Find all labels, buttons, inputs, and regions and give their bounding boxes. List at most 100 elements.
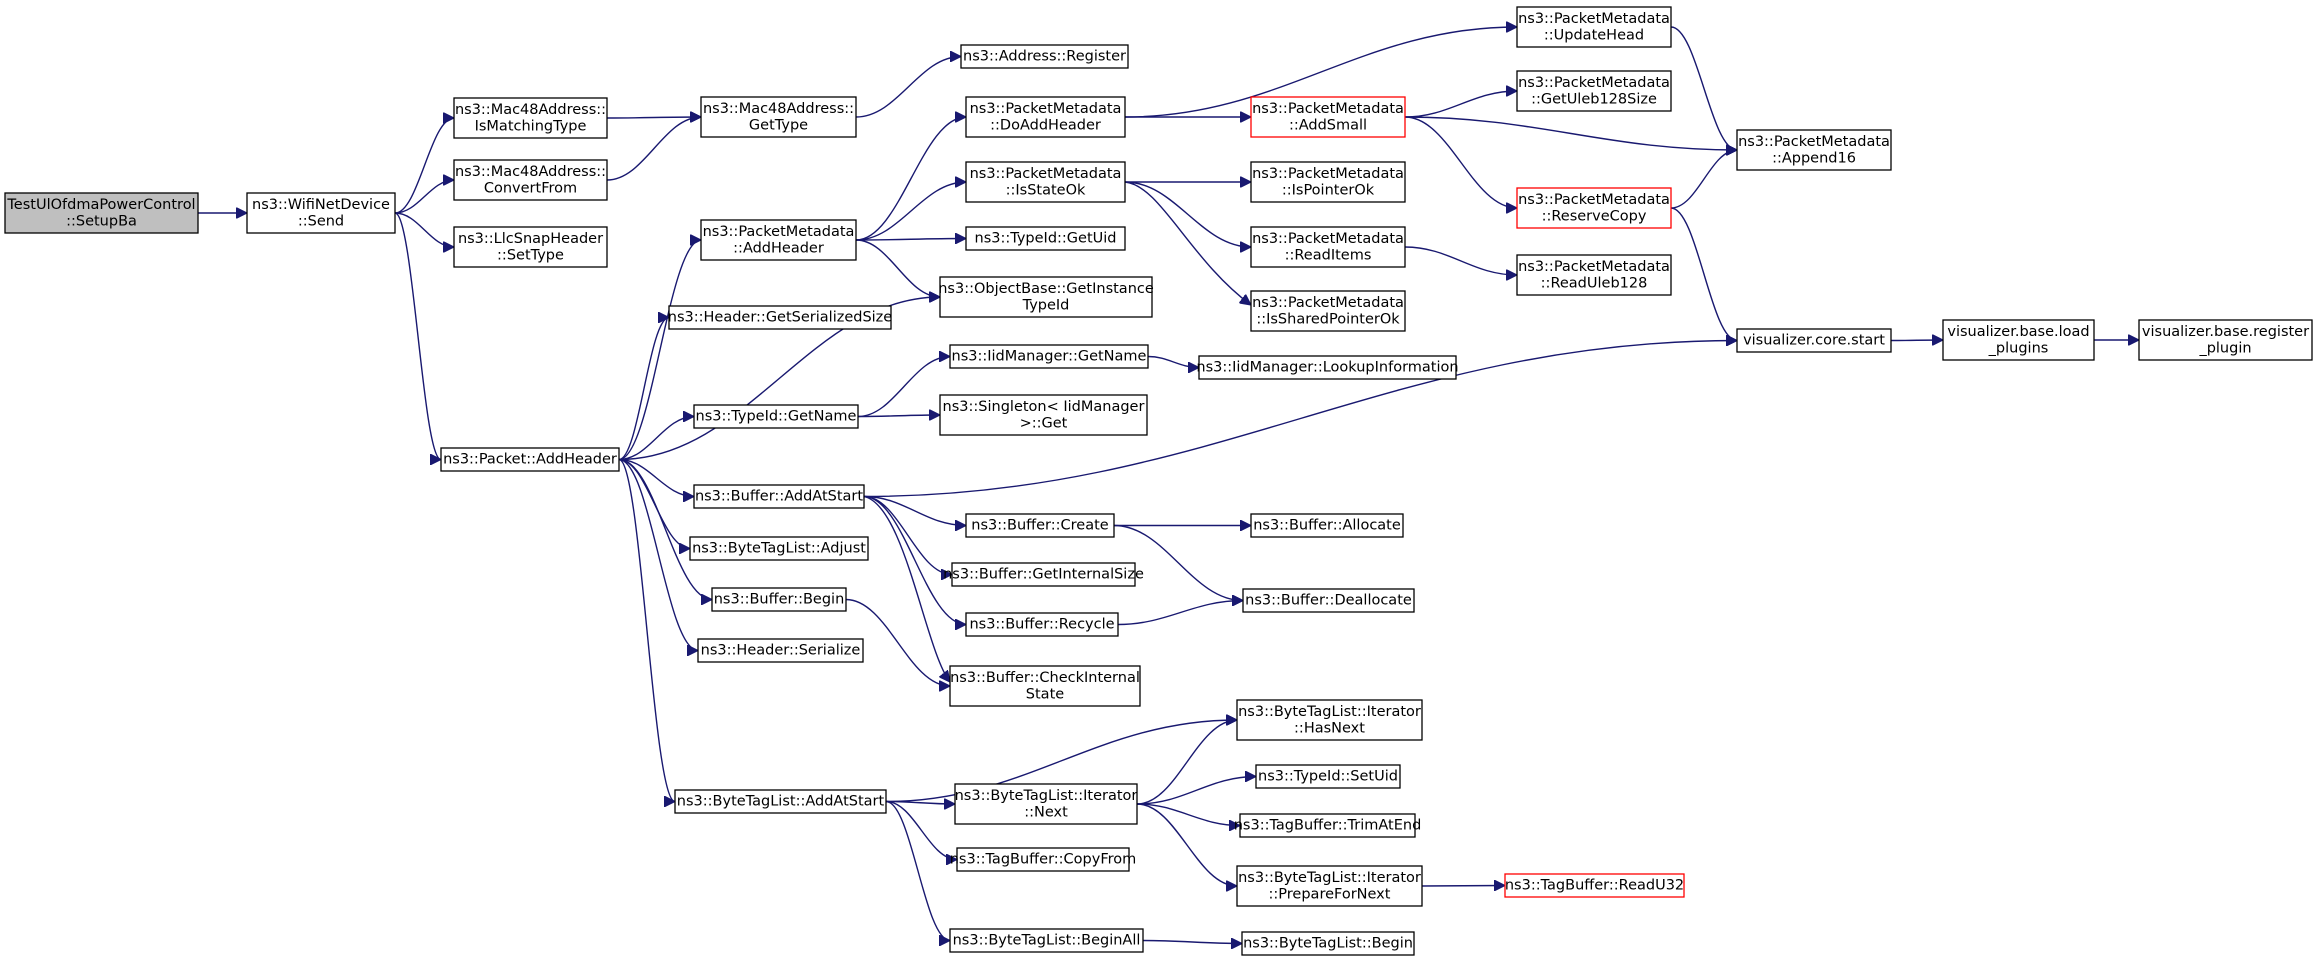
graph-node[interactable]: ns3::PacketMetadata::IsPointerOk — [1250, 161, 1406, 203]
graph-node[interactable]: ns3::Buffer::AddAtStart — [693, 484, 865, 509]
graph-node[interactable]: ns3::ByteTagList::Begin — [1241, 931, 1415, 956]
graph-node[interactable]: ns3::PacketMetadata::Append16 — [1736, 129, 1892, 171]
graph-node[interactable]: ns3::ByteTagList::Iterator::HasNext — [1236, 699, 1423, 741]
graph-node[interactable]: visualizer.base.register_plugin — [2138, 319, 2313, 361]
node-label: ns3::Header::GetSerializedSize — [668, 310, 893, 326]
graph-node[interactable]: visualizer.base.load_plugins — [1942, 319, 2095, 361]
node-box — [1250, 96, 1406, 138]
graph-node[interactable]: TestUlOfdmaPowerControl::SetupBa — [4, 192, 199, 234]
call-edge — [885, 802, 955, 805]
graph-node[interactable]: ns3::PacketMetadata::IsSharedPointerOk — [1250, 290, 1406, 332]
node-label: ::ReadUleb128 — [1541, 275, 1648, 291]
graph-node[interactable]: ns3::TagBuffer::ReadU32 — [1504, 873, 1685, 898]
node-box — [956, 847, 1130, 872]
graph-node[interactable]: ns3::PacketMetadata::ReadUleb128 — [1516, 254, 1672, 296]
graph-node[interactable]: ns3::TagBuffer::CopyFrom — [950, 847, 1137, 872]
node-box — [1242, 588, 1415, 613]
node-box — [1736, 129, 1892, 171]
graph-node[interactable]: ns3::LlcSnapHeader::SetType — [453, 226, 608, 268]
graph-node[interactable]: ns3::Buffer::Recycle — [965, 612, 1119, 637]
node-box — [965, 161, 1126, 203]
node-box — [1250, 290, 1406, 332]
graph-node[interactable]: visualizer.core.start — [1736, 328, 1892, 353]
graph-node[interactable]: ns3::PacketMetadata::UpdateHead — [1516, 6, 1672, 48]
graph-node[interactable]: ns3::Buffer::Begin — [711, 587, 847, 612]
graph-node[interactable]: ns3::TypeId::GetName — [693, 404, 859, 429]
node-box — [1250, 161, 1406, 203]
call-edge — [885, 800, 951, 941]
call-edge — [1136, 777, 1256, 805]
node-box — [674, 789, 887, 814]
node-label: ns3::ByteTagList::Adjust — [692, 541, 866, 557]
graph-node[interactable]: ns3::Buffer::Create — [965, 513, 1115, 538]
graph-node[interactable]: ns3::Mac48Address::ConvertFrom — [453, 159, 608, 201]
graph-node[interactable]: ns3::Packet::AddHeader — [440, 447, 620, 472]
graph-node[interactable]: ns3::Buffer::Allocate — [1250, 513, 1404, 538]
call-edge — [1404, 91, 1517, 118]
call-edge — [845, 598, 950, 687]
call-edge — [885, 800, 958, 860]
call-edge — [1404, 116, 1517, 208]
graph-node[interactable]: ns3::IidManager::GetName — [949, 344, 1149, 369]
graph-node[interactable]: ns3::Singleton< IidManager>::Get — [939, 394, 1148, 436]
graph-node[interactable]: ns3::ByteTagList::BeginAll — [949, 928, 1144, 953]
node-label: ns3::PacketMetadata — [970, 101, 1122, 117]
call-edge — [857, 415, 940, 417]
graph-node[interactable]: ns3::Buffer::GetInternalSize — [943, 562, 1144, 587]
graph-node[interactable]: ns3::PacketMetadata::DoAddHeader — [965, 96, 1126, 138]
call-edge — [855, 117, 966, 241]
node-label: ::GetUleb128Size — [1531, 91, 1657, 107]
graph-node[interactable]: ns3::PacketMetadata::ReadItems — [1250, 226, 1406, 268]
graph-node[interactable]: ns3::WifiNetDevice::Send — [246, 192, 396, 234]
graph-node[interactable]: ns3::ByteTagList::Iterator::Next — [954, 783, 1138, 825]
call-edge — [863, 495, 966, 526]
graph-node[interactable]: ns3::Header::Serialize — [697, 638, 864, 663]
node-box — [1236, 699, 1423, 741]
node-label: ns3::PacketMetadata — [703, 224, 855, 240]
call-edge — [606, 117, 701, 181]
graph-node[interactable]: ns3::ByteTagList::Iterator::PrepareForNe… — [1236, 865, 1423, 907]
node-box — [1516, 70, 1672, 112]
graph-node[interactable]: ns3::PacketMetadata::ReserveCopy — [1516, 187, 1672, 229]
graph-node[interactable]: ns3::ByteTagList::Adjust — [689, 536, 869, 561]
call-edge — [618, 458, 694, 497]
node-label: ::DoAddHeader — [990, 117, 1101, 133]
node-box — [965, 226, 1126, 251]
graph-node[interactable]: ns3::Mac48Address::GetType — [700, 96, 857, 138]
graph-node[interactable]: ns3::TagBuffer::TrimAtEnd — [1234, 813, 1422, 838]
call-edge — [618, 318, 670, 461]
graph-node[interactable]: ns3::IidManager::LookupInformation — [1196, 355, 1459, 380]
graph-node[interactable]: ns3::Mac48Address::IsMatchingType — [453, 97, 608, 139]
node-box — [1236, 865, 1423, 907]
node-label: ns3::Mac48Address:: — [703, 101, 854, 117]
node-label: ::HasNext — [1294, 720, 1365, 736]
node-label: ns3::ByteTagList::Iterator — [1238, 870, 1421, 886]
node-box — [689, 536, 869, 561]
node-label: ns3::TagBuffer::ReadU32 — [1505, 878, 1684, 894]
graph-node[interactable]: ns3::TypeId::SetUid — [1255, 764, 1401, 789]
graph-node[interactable]: ns3::Header::GetSerializedSize — [668, 305, 893, 330]
node-label: ::IsPointerOk — [1282, 182, 1375, 198]
node-box — [693, 484, 865, 509]
graph-node[interactable]: ns3::PacketMetadata::AddHeader — [700, 219, 857, 261]
node-box — [949, 344, 1149, 369]
node-label: >::Get — [1020, 415, 1068, 431]
node-box — [440, 447, 620, 472]
node-label: ns3::ByteTagList::AddAtStart — [677, 794, 885, 810]
call-edge — [1404, 116, 1737, 150]
node-label: ns3::PacketMetadata — [1738, 134, 1890, 150]
graph-node[interactable]: ns3::PacketMetadata::IsStateOk — [965, 161, 1126, 203]
node-label: ::Next — [1024, 804, 1068, 820]
graph-node[interactable]: ns3::TypeId::GetUid — [965, 226, 1126, 251]
node-box — [965, 612, 1119, 637]
graph-node[interactable]: ns3::ByteTagList::AddAtStart — [674, 789, 887, 814]
node-label: ns3::Buffer::Deallocate — [1245, 593, 1412, 609]
graph-node[interactable]: ns3::PacketMetadata::AddSmall — [1250, 96, 1406, 138]
nodes-layer: TestUlOfdmaPowerControl::SetupBa ns3::Wif… — [4, 6, 2313, 956]
graph-node[interactable]: ns3::PacketMetadata::GetUleb128Size — [1516, 70, 1672, 112]
call-edge — [618, 458, 676, 802]
graph-node[interactable]: ns3::Buffer::Deallocate — [1242, 588, 1415, 613]
graph-node[interactable]: ns3::Address::Register — [960, 44, 1129, 69]
